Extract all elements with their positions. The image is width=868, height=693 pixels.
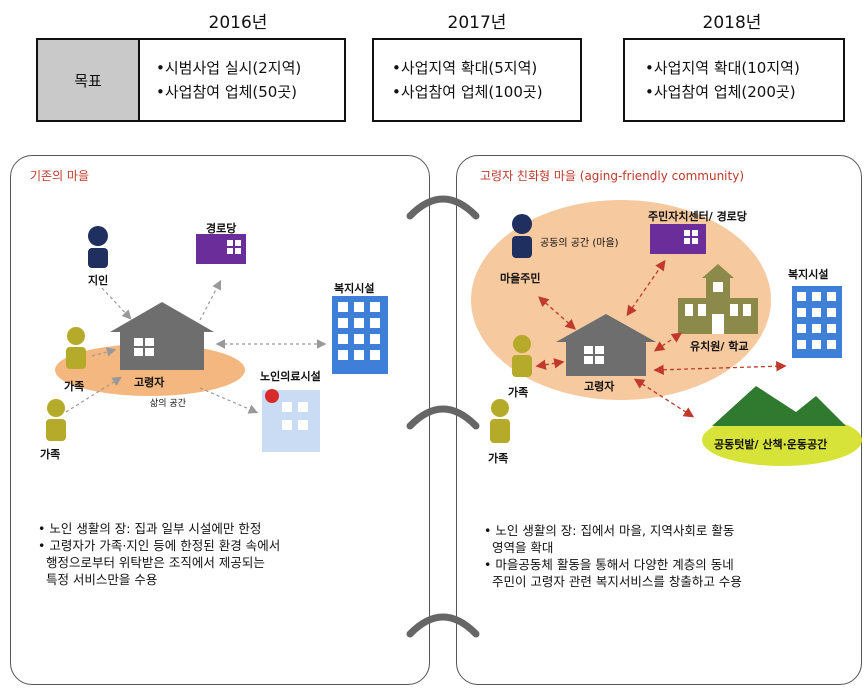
goal-item: •사업참여 업체(100곳) [392, 83, 543, 101]
arrow-house-medical [199, 387, 259, 414]
label-living-space: 삶의 공간 [150, 399, 186, 409]
goal-items-2017: •사업지역 확대(5지역) •사업참여 업체(100곳) [392, 40, 543, 120]
label-family-1-right: 가족 [508, 386, 529, 399]
label-school: 유치원/ 학교 [690, 340, 749, 353]
right-description: • 노인 생활의 장: 집에서 마을, 지역사회로 활동 영역을 확대 • 마을… [484, 522, 742, 590]
goal-box-2018: •사업지역 확대(10지역) •사업참여 업체(200곳) [623, 38, 845, 122]
family-person-icon [66, 327, 86, 369]
goal-item: •사업참여 업체(200곳) [645, 83, 796, 101]
label-common-space: 공동의 공간 (마을) [540, 238, 619, 249]
arrow-family2-house [65, 376, 123, 413]
ring-icon [406, 613, 480, 638]
description-line: • 마을공동체 활동을 통해서 다양한 계층의 동네 [484, 557, 734, 572]
ring-icon [406, 405, 480, 430]
family-person-icon [46, 399, 66, 441]
year-2017: 2017년 [447, 13, 507, 33]
welfare-building-icon [792, 286, 842, 358]
goal-items-2018: •사업지역 확대(10지역) •사업참여 업체(200곳) [645, 40, 800, 120]
goal-item: •사업지역 확대(10지역) [645, 59, 800, 77]
villager-person-icon [512, 214, 532, 258]
goal-item: •시범사업 실시(2지역) [156, 59, 302, 77]
goal-item: •사업지역 확대(5지역) [392, 59, 538, 77]
label-senior-center: 경로당 [206, 222, 237, 235]
right-diagram [471, 200, 862, 466]
label-elderly-right: 고령자 [584, 380, 615, 393]
label-garden: 공동텃밭/ 산책·운동공간 [714, 438, 828, 451]
label-acquaintance: 지인 [88, 274, 109, 287]
elderly-house-icon [556, 314, 656, 376]
acquaintance-person-icon [88, 226, 108, 268]
label-welfare: 복지시설 [334, 282, 375, 295]
left-panel-title: 기존의 마을 [30, 169, 90, 183]
ring-icon [406, 195, 480, 220]
arrow-house-school [653, 332, 683, 352]
label-family-2-right: 가족 [488, 452, 509, 465]
binder-rings [406, 195, 480, 638]
label-family-1: 가족 [64, 380, 85, 393]
label-family-2: 가족 [40, 448, 61, 461]
year-2016: 2016년 [208, 13, 268, 33]
goal-box-2017: •사업지역 확대(5지역) •사업참여 업체(100곳) [372, 38, 582, 122]
family-person-icon [490, 399, 510, 443]
welfare-building-icon [332, 296, 388, 374]
label-medical: 노인의료시설 [260, 370, 321, 383]
year-2018: 2018년 [702, 13, 762, 33]
description-line: • 노인 생활의 장: 집과 일부 시설에만 한정 [38, 521, 262, 536]
senior-center-icon [196, 234, 246, 264]
community-center-icon [650, 224, 706, 254]
description-line: 영역을 확대 [484, 540, 554, 555]
description-line: 주민이 고령자 관련 복지서비스를 창출하고 수용 [484, 574, 742, 589]
goal-items-2016: •시범사업 실시(2지역) •사업참여 업체(50곳) [156, 40, 301, 120]
arrow-house-community [626, 259, 666, 317]
school-icon [678, 264, 758, 334]
arrow-house-welfare [653, 361, 787, 375]
elderly-house-icon [110, 302, 214, 370]
arrow-family-house [91, 347, 117, 357]
label-community-center: 주민자치센터/ 경로당 [648, 210, 747, 223]
description-line: 행정으로부터 위탁받은 조직에서 제공되는 [38, 555, 265, 570]
arrow-acquaintance-house [101, 287, 132, 320]
goal-label: 목표 [38, 40, 140, 120]
left-description: • 노인 생활의 장: 집과 일부 시설에만 한정 • 고령자가 가족·지인 등… [38, 520, 280, 588]
label-villager: 마을주민 [500, 272, 541, 285]
label-elderly: 고령자 [134, 376, 165, 389]
mountain-icon [712, 386, 846, 426]
arrow-villager-house [538, 296, 576, 330]
description-line: 특정 서비스만을 수용 [38, 572, 158, 587]
garden-ellipse [702, 414, 862, 466]
label-welfare-right: 복지시설 [788, 268, 829, 281]
left-diagram [46, 226, 388, 452]
description-line: • 고령자가 가족·지인 등에 한정된 환경 속에서 [38, 538, 281, 553]
goal-box-2016: 목표 •시범사업 실시(2지역) •사업참여 업체(50곳) [36, 38, 346, 122]
arrow-house-seniorcenter [199, 279, 222, 321]
right-panel-title: 고령자 친화형 마을 (aging-friendly community) [480, 169, 745, 183]
medical-facility-icon [262, 389, 320, 452]
goal-item: •사업참여 업체(50곳) [156, 83, 298, 101]
description-line: • 노인 생활의 장: 집에서 마을, 지역사회로 활동 [484, 523, 735, 538]
family-person-icon [512, 335, 532, 377]
